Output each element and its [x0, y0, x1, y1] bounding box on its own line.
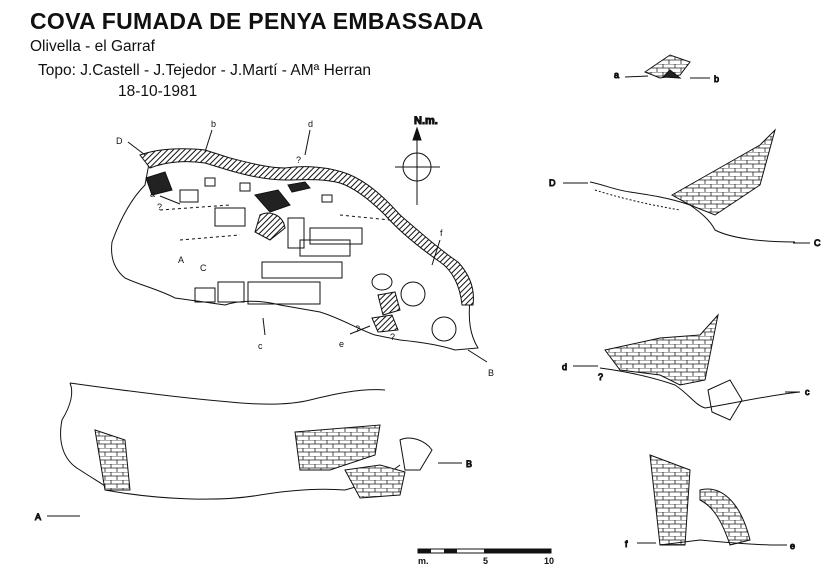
plan-label-C: C	[200, 263, 207, 273]
section-DC-floor	[589, 181, 796, 243]
section-AB-label-A: A	[35, 512, 41, 522]
section-dc-label-d: d	[562, 362, 567, 372]
location-text: Olivella - el Garraf	[30, 38, 155, 55]
plan-block-2	[287, 217, 305, 249]
plan-boulder-3	[371, 273, 393, 291]
plan-block-7	[247, 281, 321, 305]
plan-hatched-stone-1	[377, 291, 401, 316]
plan-block-1	[214, 207, 246, 227]
plan-label-c: c	[258, 341, 263, 351]
scale-label-mid: 5	[483, 556, 488, 566]
plan-leader-e	[349, 325, 371, 335]
plan-dashed-lines	[159, 204, 391, 241]
section-dc-question: ?	[598, 372, 603, 382]
plan-question-3: ?	[355, 324, 360, 334]
section-AB-wall-mid	[294, 424, 381, 471]
section-ab-rock	[661, 69, 682, 79]
plan-leader-B	[467, 349, 488, 363]
plan-label-group: D b d a A C c e f B ? ? ? ?	[116, 119, 494, 378]
plan-label-a: a	[150, 189, 155, 199]
section-fe-wall-right	[699, 488, 751, 546]
scale-bar: m. 5 10	[417, 548, 554, 566]
section-ab-wall	[643, 54, 691, 79]
scale-label-unit: m.	[418, 556, 429, 566]
authors-text: Topo: J.Castell - J.Tejedor - J.Martí - …	[38, 62, 372, 79]
plan-view	[111, 129, 488, 363]
scale-label-end: 10	[544, 556, 554, 566]
section-DC: D C	[549, 128, 822, 249]
section-ab: a b	[614, 54, 720, 85]
section-dc-boulder	[707, 379, 743, 421]
compass-arrow-icon	[412, 126, 422, 141]
section-fe-label-e: e	[790, 541, 795, 551]
plan-leader-a	[159, 195, 181, 205]
plan-question-1: ?	[296, 155, 301, 165]
scale-bar-seg-1	[418, 549, 431, 553]
section-AB-boulder	[399, 437, 433, 471]
plan-block-12	[321, 194, 333, 203]
plan-boulder-1	[400, 281, 426, 307]
plan-rock-black-2	[254, 189, 291, 213]
plan-block-3	[309, 227, 363, 245]
section-dc-label-c: c	[805, 387, 810, 397]
plan-block-5	[194, 287, 216, 303]
plan-label-D: D	[116, 136, 123, 146]
scale-bar-seg-2	[444, 549, 457, 553]
section-AB: A B	[35, 382, 473, 523]
section-AB-label-B: B	[466, 459, 472, 469]
plan-hatched-block	[254, 212, 286, 241]
plan-block-6	[217, 281, 245, 303]
date-text: 18-10-1981	[118, 83, 198, 100]
plan-label-d: d	[308, 119, 313, 129]
plan-hatched-wall	[139, 148, 474, 306]
section-ab-label-a: a	[614, 70, 619, 80]
section-fe: f e	[625, 454, 796, 552]
scale-bar-seg-3	[484, 549, 551, 553]
plan-block-8	[299, 239, 351, 257]
north-compass: N.m.	[395, 115, 440, 205]
plan-question-4: ?	[390, 332, 395, 342]
section-fe-wall-left	[649, 454, 691, 546]
plan-leader-b	[204, 129, 213, 153]
page-title: COVA FUMADA DE PENYA EMBASSADA	[30, 8, 484, 34]
section-AB-stones	[344, 464, 406, 499]
section-DC-dashed	[594, 189, 681, 211]
plan-label-A: A	[178, 255, 184, 265]
compass-label: N.m.	[414, 115, 438, 127]
section-dc: d c ?	[562, 313, 811, 421]
plan-block-10	[204, 177, 216, 187]
plan-label-f: f	[440, 228, 443, 238]
plan-label-e: e	[339, 339, 344, 349]
section-DC-wall	[670, 128, 776, 216]
section-AB-left-wall	[60, 382, 111, 491]
section-dc-floor-right	[704, 391, 801, 409]
plan-block-4	[261, 261, 343, 279]
plan-label-B: B	[488, 368, 494, 378]
plan-leader-c	[262, 317, 266, 336]
plan-label-b: b	[211, 119, 216, 129]
plan-block-9	[179, 189, 199, 203]
section-DC-label-C: C	[814, 238, 821, 248]
section-ab-line-left	[624, 75, 649, 78]
section-AB-wall-left	[94, 429, 131, 491]
plan-question-2: ?	[157, 202, 162, 212]
plan-leader-D	[127, 141, 146, 156]
plan-rock-black-3	[287, 181, 311, 193]
section-dc-wall	[604, 313, 719, 386]
plan-leader-d	[304, 129, 311, 156]
section-ab-label-b: b	[714, 74, 719, 84]
section-AB-floor	[104, 464, 401, 500]
section-dc-floor	[599, 367, 706, 409]
plan-rock-black-1	[145, 171, 173, 196]
section-fe-floor	[659, 539, 771, 546]
plan-leader-f	[431, 239, 441, 266]
section-DC-label-D: D	[549, 178, 556, 188]
plan-hatched-stone-2	[371, 314, 399, 333]
section-fe-label-f: f	[625, 539, 628, 549]
plan-block-11	[239, 182, 251, 192]
section-AB-ceiling	[69, 382, 386, 405]
plan-boulder-2	[431, 316, 457, 342]
